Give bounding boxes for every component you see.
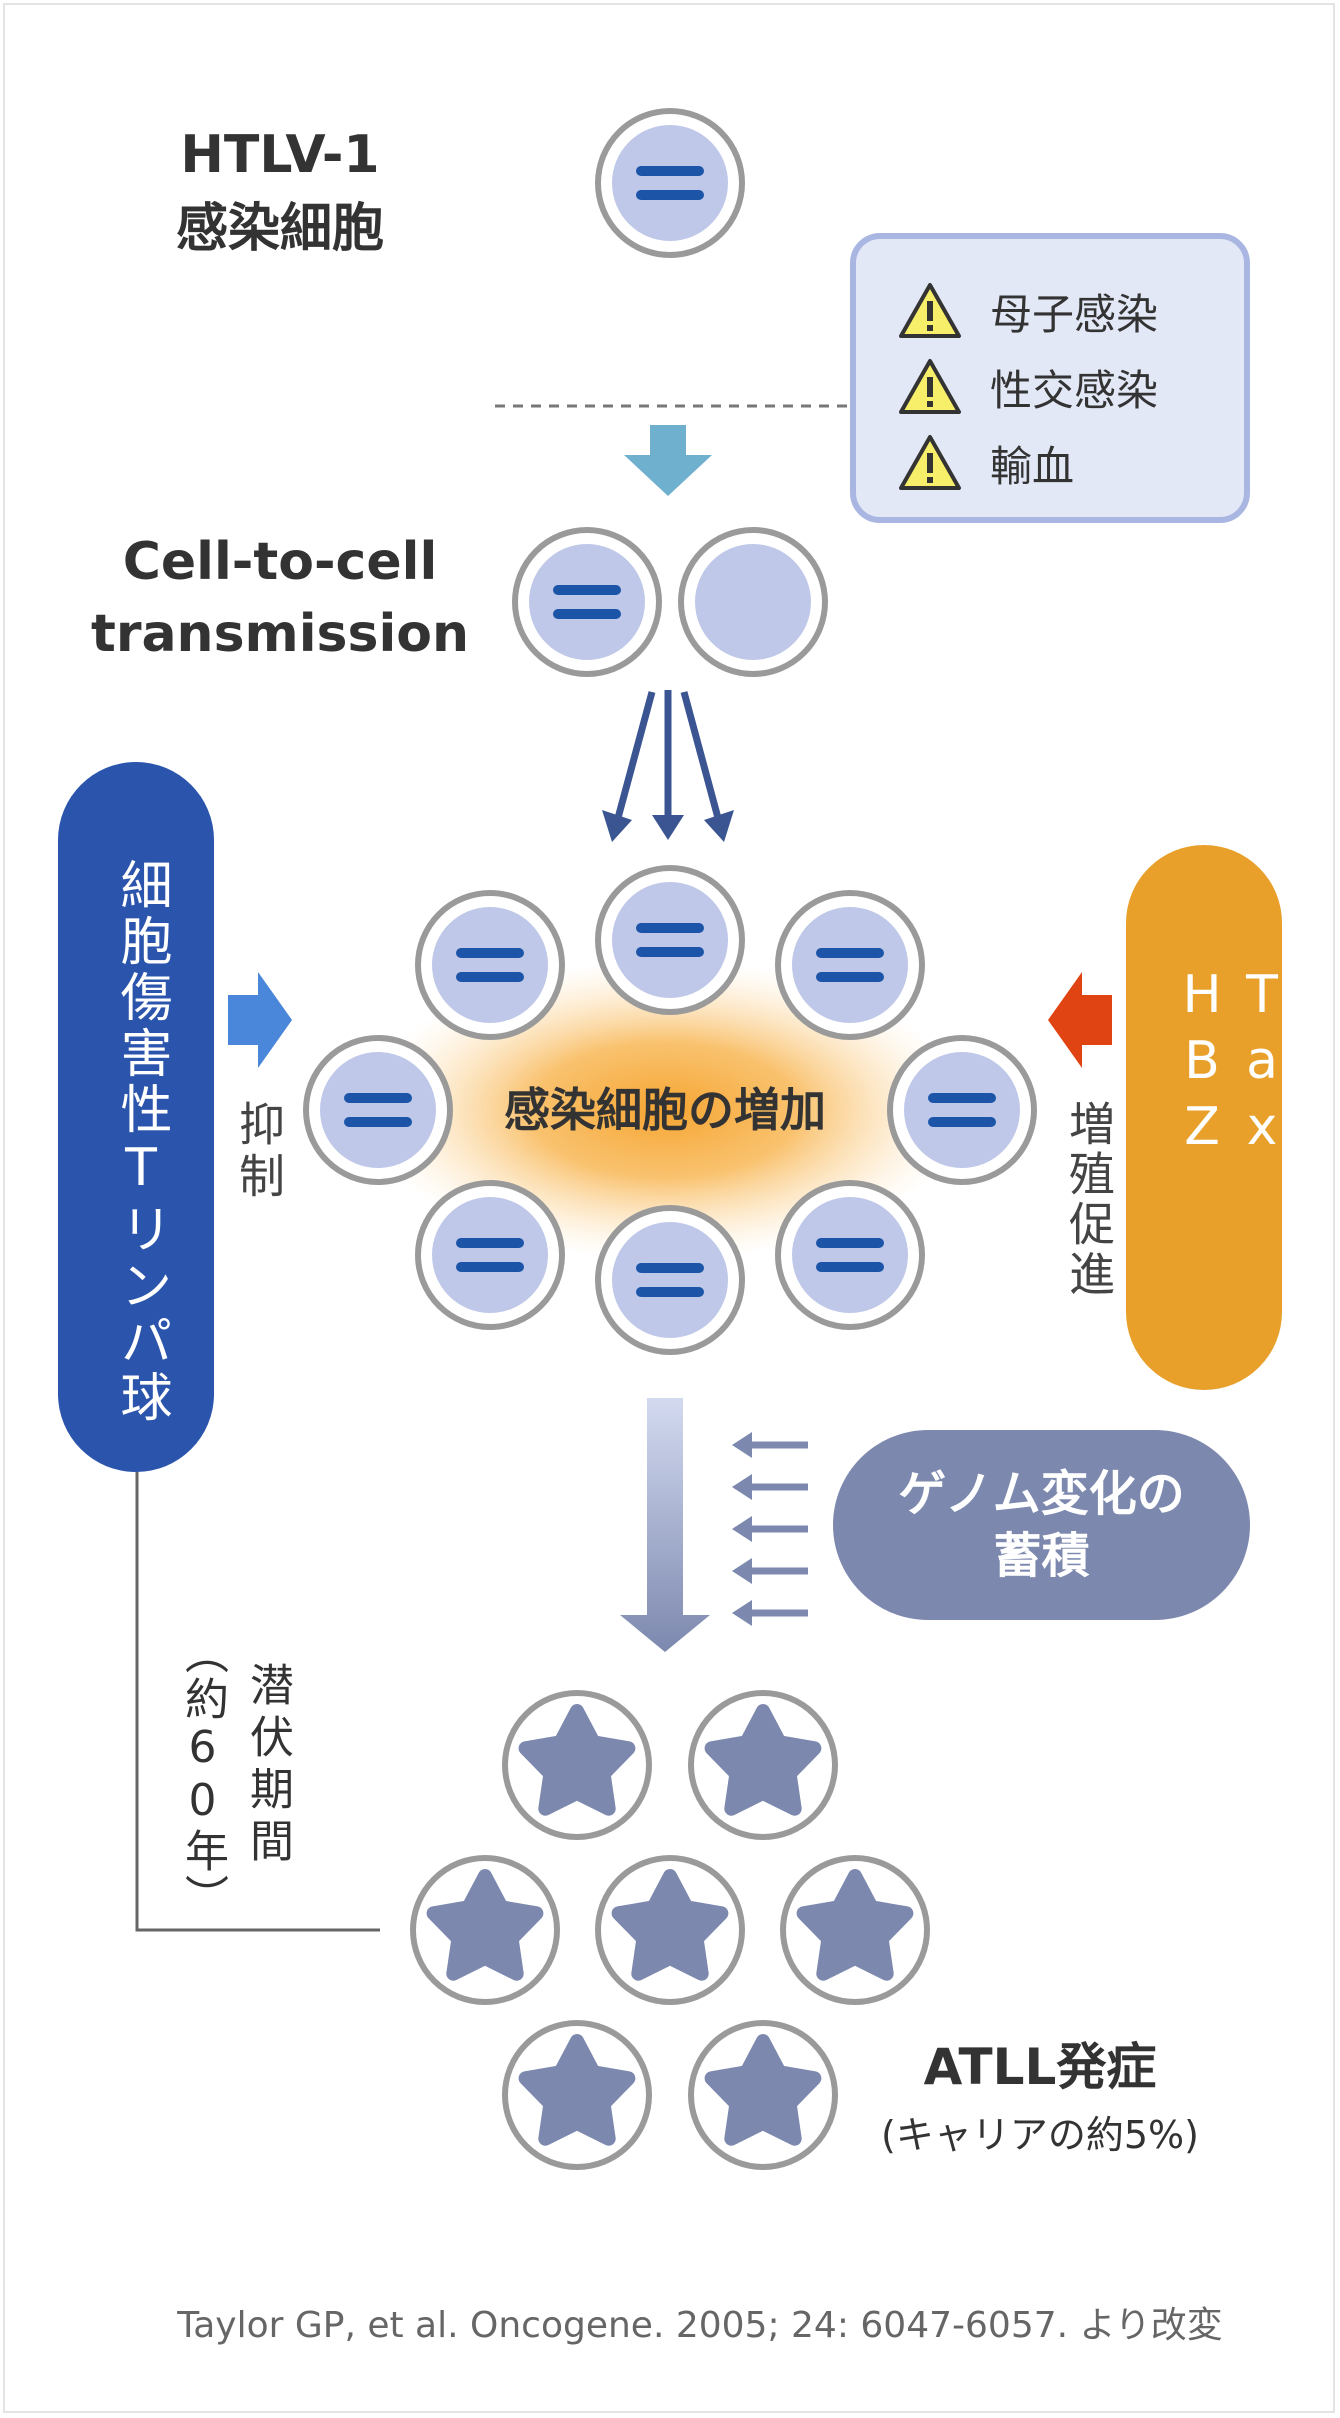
atll-cell [688, 2020, 838, 2170]
promote-label: 増殖促進 [1062, 1100, 1116, 1300]
infected-cell [595, 108, 745, 258]
atll-label: ATLL発症 [923, 2038, 1157, 2096]
infected-cell-label-line2: 感染細胞 [175, 199, 384, 259]
cytoplasm [320, 1052, 436, 1168]
promote-arrow-icon [1048, 972, 1112, 1068]
ctl-pill: 細胞傷害性Tリンパ球 [58, 762, 214, 1472]
provirus-mark [456, 972, 524, 982]
infected-cell-label-line1: HTLV-1 [180, 125, 380, 185]
cells-group [303, 108, 1037, 2170]
latency-bracket-line [135, 1470, 380, 1932]
infected-cell-label: HTLV-1 感染細胞 [130, 118, 430, 266]
route-item-transfusion: 輸血 [898, 431, 1074, 495]
provirus-mark [928, 1093, 996, 1103]
cytoplasm [792, 907, 908, 1023]
infected-cell [303, 1035, 453, 1185]
latency-note: （約60年） [177, 1630, 228, 1920]
atll-cell [688, 1690, 838, 1840]
latency-label: 潜伏期間 [242, 1662, 293, 1870]
cell-to-cell-label-line1: Cell-to-cell [122, 532, 438, 592]
infected-cell [512, 527, 662, 677]
infected-cell [887, 1035, 1037, 1185]
provirus-mark [344, 1093, 412, 1103]
cluster-label: 感染細胞の増加 [504, 1083, 826, 1137]
warning-icon [899, 435, 961, 490]
provirus-mark [456, 1262, 524, 1272]
infected-cell [775, 1180, 925, 1330]
malignant-star-icon [518, 2034, 636, 2146]
provirus-mark [636, 947, 704, 957]
tax-hbz-pill: Tax HBZ [1126, 845, 1292, 1390]
malignant-star-icon [796, 1869, 914, 1981]
infected-cell [415, 1180, 565, 1330]
provirus-mark [636, 923, 704, 933]
provirus-mark [456, 948, 524, 958]
route-label: 輸血 [990, 441, 1075, 491]
cell-to-cell-label: Cell-to-cell transmission [80, 526, 480, 670]
atll-cell [502, 1690, 652, 1840]
provirus-mark [928, 1117, 996, 1127]
cytoplasm [529, 544, 645, 660]
provirus-mark [816, 948, 884, 958]
suppress-label: 抑制 [232, 1100, 286, 1204]
malignant-star-icon [518, 1704, 636, 1816]
cytoplasm [904, 1052, 1020, 1168]
provirus-mark [553, 585, 621, 595]
provirus-mark [816, 1262, 884, 1272]
cell-to-cell-label-line2: transmission [90, 604, 470, 664]
genome-change-pill: ゲノム変化の 蓄積 [833, 1430, 1250, 1620]
provirus-mark [816, 1238, 884, 1248]
spread-arrows-icon [602, 690, 734, 842]
route-item-sexual: 性交感染 [898, 355, 1158, 419]
genome-change-label-line1: ゲノム変化の [898, 1466, 1185, 1522]
cytoplasm [792, 1197, 908, 1313]
warning-icon [899, 359, 961, 414]
atll-note: (キャリアの約5%) [881, 2113, 1199, 2157]
provirus-mark [636, 190, 704, 200]
progression-down-arrow-icon [620, 1398, 710, 1652]
malignant-star-icon [611, 1869, 729, 1981]
provirus-mark [636, 1287, 704, 1297]
tax-hbz-label: Tax HBZ [1172, 965, 1292, 1163]
genome-change-label-line2: 蓄積 [993, 1528, 1090, 1584]
malignant-star-icon [704, 1704, 822, 1816]
atll-cell [780, 1855, 930, 2005]
transmission-routes-box: 母子感染 性交感染 輸血 [850, 233, 1250, 523]
cytoplasm [432, 907, 548, 1023]
provirus-mark [816, 972, 884, 982]
genome-change-label: ゲノム変化の 蓄積 [898, 1463, 1185, 1587]
warning-icon [899, 283, 961, 338]
cytoplasm [432, 1197, 548, 1313]
provirus-mark [344, 1117, 412, 1127]
route-label: 性交感染 [990, 365, 1159, 415]
citation: Taylor GP, et al. Oncogene. 2005; 24: 60… [177, 2305, 1223, 2346]
infected-cell [595, 1205, 745, 1355]
malignant-star-icon [426, 1869, 544, 1981]
provirus-mark [553, 609, 621, 619]
infected-cell [775, 890, 925, 1040]
provirus-mark [456, 1238, 524, 1248]
uninfected-cell [678, 527, 828, 677]
malignant-star-icon [704, 2034, 822, 2146]
atll-cell [502, 2020, 652, 2170]
route-label: 母子感染 [990, 289, 1159, 339]
cytoplasm [612, 125, 728, 241]
atll-cell [595, 1855, 745, 2005]
cytoplasm [612, 1222, 728, 1338]
provirus-mark [636, 1263, 704, 1273]
infected-cell [415, 890, 565, 1040]
suppress-arrow-icon [228, 972, 292, 1068]
atll-cell [410, 1855, 560, 2005]
cytoplasm [695, 544, 811, 660]
infected-cell [595, 865, 745, 1015]
cytoplasm [612, 882, 728, 998]
ctl-label: 細胞傷害性Tリンパ球 [111, 858, 171, 1426]
route-item-mother-child: 母子感染 [898, 279, 1158, 343]
genome-pressure-arrows-icon [732, 1432, 808, 1626]
figure-frame [3, 3, 1335, 2413]
light-blue-down-arrow-icon [624, 425, 712, 496]
provirus-mark [636, 166, 704, 176]
